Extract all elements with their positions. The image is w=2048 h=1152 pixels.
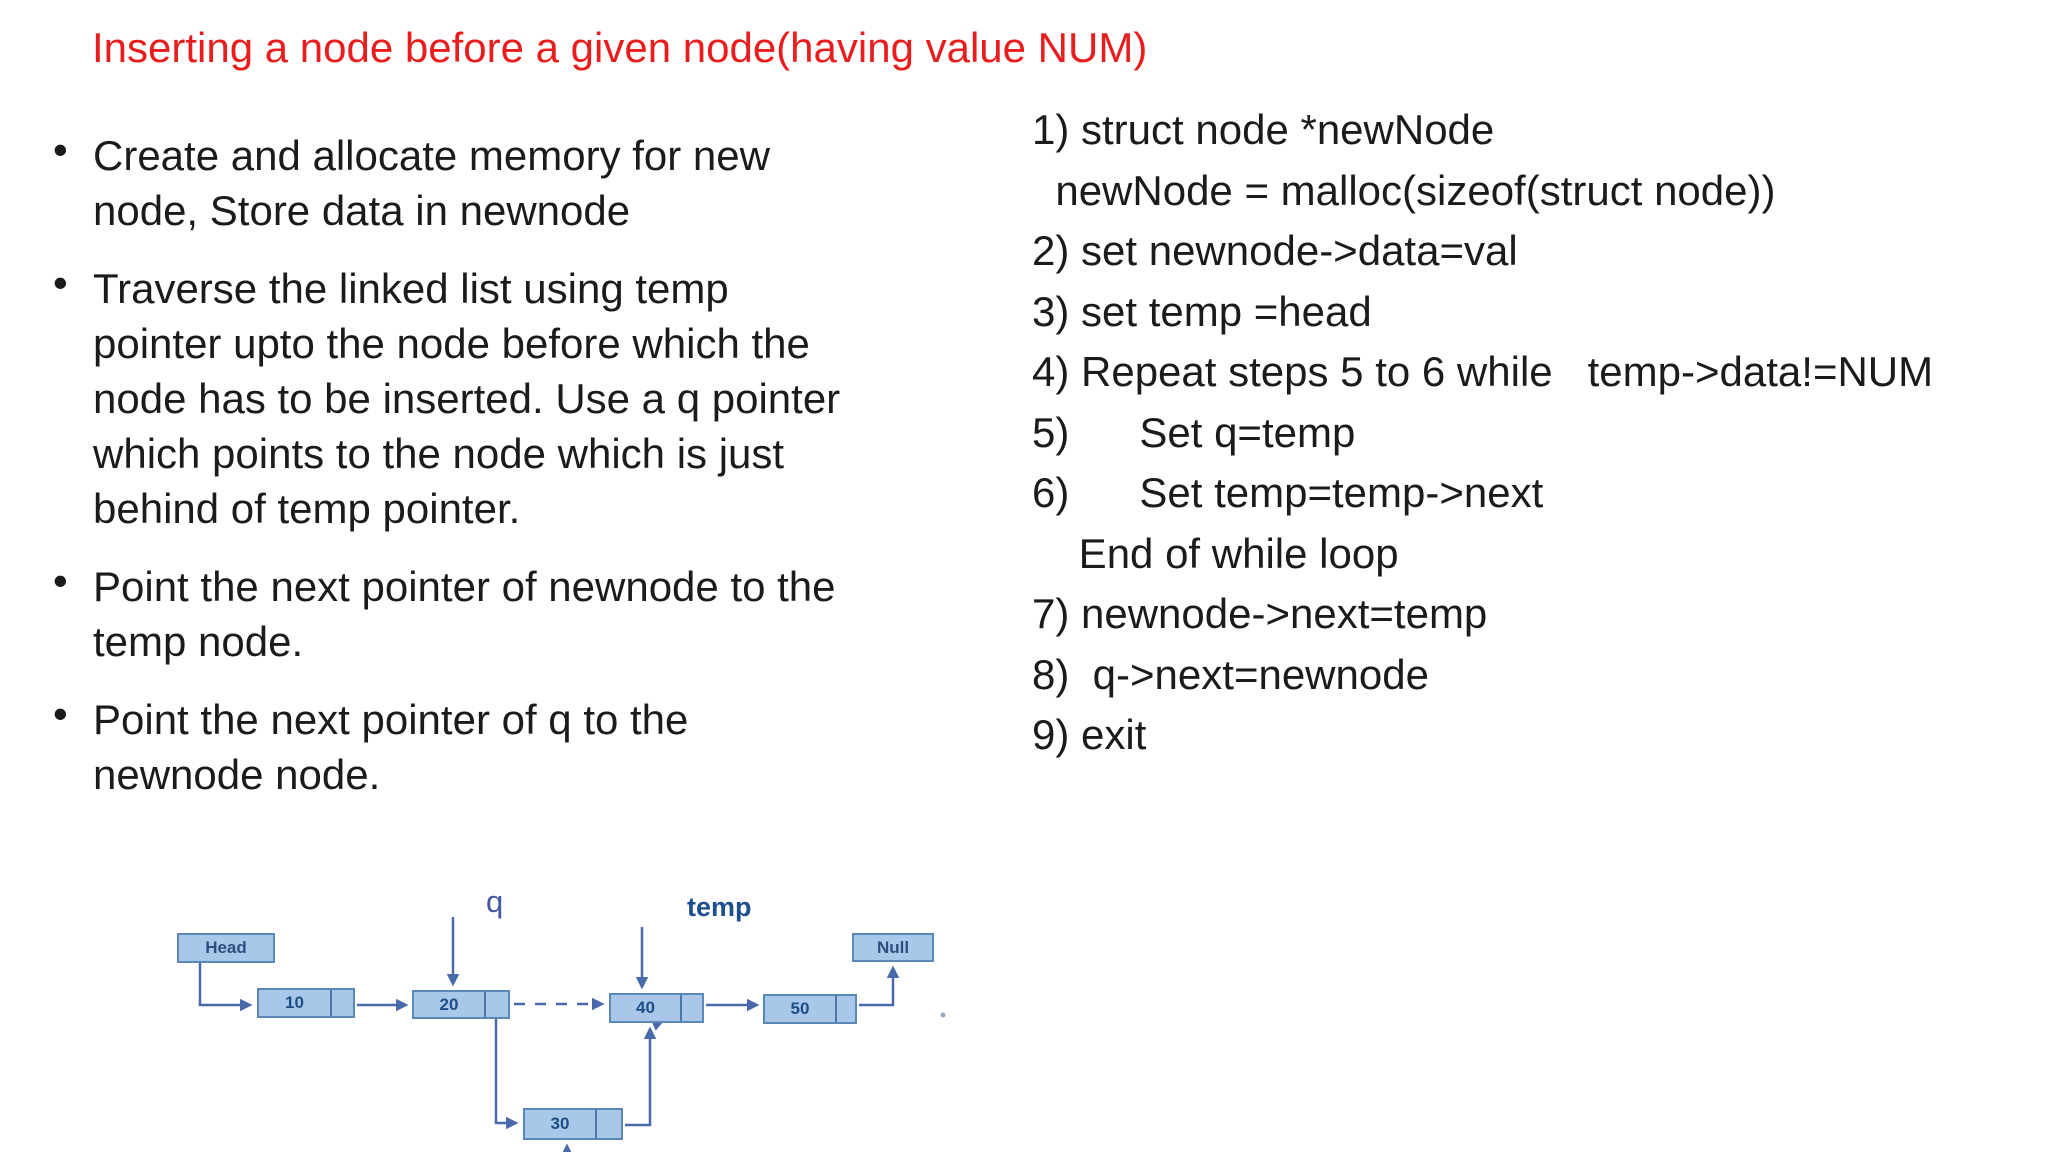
bullet-item: • Point the next pointer of newnode to t… [53,557,973,669]
node-data-cell: 20 [439,994,459,1014]
bullet-line: Create and allocate memory for new [93,132,770,179]
algorithm-step: 7) newnode->next=temp [1032,590,1488,637]
node-30: 30 [523,1108,623,1140]
bullet-line: temp node. [93,618,304,665]
algorithm-steps: 1) struct node *newNode newNode = malloc… [1032,100,2042,766]
algorithm-step: 1) struct node *newNode [1032,106,1495,153]
slide-title: Inserting a node before a given node(hav… [92,24,1148,71]
algorithm-step: 2) set newnode->data=val [1032,227,1518,274]
bullet-line: node, Store data in newnode [93,187,631,234]
node-10: 10 [257,988,355,1018]
node-next-cell [484,992,508,1017]
node-next-cell [330,990,353,1016]
algorithm-step: 6) Set temp=temp->next [1032,469,1544,516]
bullet-marker: • [53,259,68,306]
bullet-line: Traverse the linked list using temp [93,265,729,312]
bullet-item: • Traverse the linked list using temp po… [53,259,973,536]
bullet-item: • Create and allocate memory for new nod… [53,126,973,238]
arrow-head-to-10 [198,962,253,1012]
speck [940,1012,946,1018]
null-box: Null [852,933,934,962]
connector-arrows [198,917,946,1152]
node-40: 40 [609,993,704,1023]
pointer-label-temp: temp [687,892,752,922]
bullet-line: which points to the node which is just [93,430,785,477]
bullet-line: newnode node. [93,751,381,798]
bullet-line: Point the next pointer of newnode to the [93,563,836,610]
node-50: 50 [763,994,857,1024]
bullet-line: Point the next pointer of q to the [93,696,689,743]
node-data-cell: 40 [636,998,655,1017]
bullet-marker: • [53,690,68,737]
bullet-line: pointer upto the node before which the [93,320,810,367]
node-next-cell [835,996,855,1022]
node-data-cell: 50 [790,999,810,1018]
arrow-small-artifact [651,1021,663,1031]
bullet-item: • Point the next pointer of q to the new… [53,690,973,802]
bullet-list: • Create and allocate memory for new nod… [53,126,973,825]
algorithm-step: 5) Set q=temp [1032,408,1356,456]
arrow-30-to-40 [625,1026,657,1127]
head-box: Head [177,933,275,963]
algorithm-step: 8) q->next=newnode [1032,650,1429,698]
node-data-cell: 30 [550,1114,570,1133]
pointer-label-q: q [486,884,504,919]
bullet-line: node has to be inserted. Use a q pointer [93,375,841,422]
node-20: 20 [412,990,510,1019]
bullet-line: behind of temp pointer. [93,485,521,532]
bullet-marker: • [53,126,68,173]
algorithm-step: newNode = malloc(sizeof(struct node)) [1032,166,1776,214]
node-next-cell [595,1110,621,1138]
algorithm-step: 3) set temp =head [1032,287,1372,335]
node-data-cell: 10 [285,993,304,1012]
algorithm-step: 4) Repeat steps 5 to 6 while temp->data!… [1032,348,1934,395]
bullet-marker: • [53,557,68,604]
algorithm-step: 9) exit [1032,711,1147,758]
algorithm-step: End of while loop [1032,529,1399,577]
arrow-20-to-30 [494,1019,519,1130]
node-next-cell [680,995,702,1021]
arrow-50-to-null [859,965,900,1007]
